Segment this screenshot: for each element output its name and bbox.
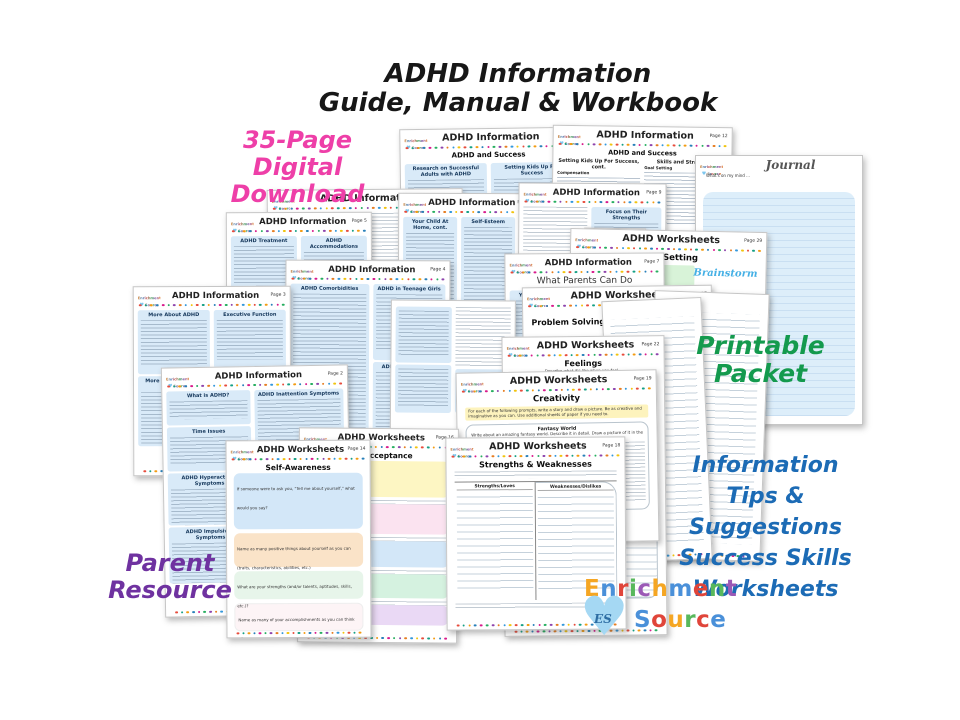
- feature-item: Success Skills: [679, 546, 852, 571]
- section-heading: Self-Awareness: [265, 462, 331, 473]
- dot-border-decoration: [231, 631, 366, 636]
- page-number: Page 7: [644, 259, 660, 265]
- brainstorm-script-label: Brainstorm: [693, 267, 758, 280]
- worksheet-instructions: For each of the following prompts, write…: [465, 404, 649, 421]
- content-placeholder: Enrichment♥Source ADHD Worksheets Page 1…: [226, 441, 369, 462]
- product-title-line2: Guide, Manual & Workbook: [318, 88, 718, 119]
- page-number: Page 2: [327, 371, 344, 377]
- product-title: ADHD Information Guide, Manual & Workboo…: [318, 59, 718, 119]
- answer-box: What are your strengths (and/or talents,…: [234, 570, 364, 608]
- printable-badge-line1: Printable: [696, 331, 825, 360]
- page-title: ADHD Information: [442, 131, 540, 144]
- content-placeholder: Enrichment♥Source ADHD Information Page …: [134, 287, 290, 308]
- page-number: Page 3: [270, 292, 286, 298]
- page-logo: Enrichment♥Source: [700, 165, 724, 177]
- printable-badge: Printable Packet: [658, 332, 863, 388]
- page-14-self-awareness: Enrichment♥Source ADHD Worksheets Page 1…: [225, 439, 372, 639]
- content-placeholder: [169, 400, 248, 420]
- page-title: ADHD Worksheets: [489, 440, 587, 453]
- feature-item: Information: [692, 453, 839, 478]
- section-heading: Strengths & Weaknesses: [479, 459, 592, 470]
- page-title: ADHD Worksheets: [622, 233, 721, 247]
- content-placeholder: Enrichment♥Source ADHD Worksheets Page 2…: [502, 336, 663, 358]
- page-title: ADHD Information: [596, 129, 694, 142]
- answer-box: If someone were to ask you, "Tell me abo…: [233, 472, 363, 530]
- content-placeholder: [398, 310, 449, 357]
- audience-badge: Parent Resource: [95, 550, 245, 604]
- brand-heart-icon: ♥: [580, 585, 629, 648]
- page-number: Page 9: [646, 190, 662, 196]
- answer-box: Name as many positive things about yours…: [233, 532, 364, 570]
- page-number: Page 22: [641, 342, 660, 348]
- product-title-line1: ADHD Information: [384, 59, 652, 89]
- printable-badge-line2: Packet: [713, 359, 808, 388]
- brand-logo: Enrichment ♥ ES Source: [578, 576, 748, 656]
- content-placeholder: Enrichment♥Source Journal: [696, 156, 862, 177]
- content-placeholder: [395, 306, 452, 363]
- content-placeholder: Executive Function: [213, 309, 286, 368]
- content-placeholder: [394, 305, 452, 415]
- worksheet-instructions: [454, 470, 617, 479]
- content-placeholder: Enrichment♥Source ADHD Information Page …: [286, 261, 449, 281]
- page-number: Page 5: [351, 218, 367, 224]
- content-placeholder: Enrichment♥Source ADHD Information Page …: [554, 126, 732, 147]
- journal-prompt: What's on my mind ...: [706, 173, 750, 178]
- feature-item: Worksheets: [692, 577, 839, 602]
- download-badge-line2: Digital Download: [230, 152, 365, 208]
- content-placeholder: Enrichment♥Source ADHD Information Page …: [399, 194, 520, 214]
- sub-heading: Compensation: [557, 169, 590, 176]
- page-title: ADHD Worksheets: [256, 444, 345, 455]
- feature-item: Tips & Suggestions: [689, 484, 842, 540]
- page-title: ADHD Worksheets: [536, 339, 635, 352]
- download-badge-line1: 35-Page: [242, 126, 353, 154]
- page-title: ADHD Information: [171, 290, 260, 301]
- answer-box: Name as many of your accomplishments as …: [234, 602, 364, 638]
- box-heading: Setting Kids Up For Success, cont.: [558, 157, 640, 171]
- section-heading: Creativity: [532, 393, 581, 405]
- content-placeholder: [456, 490, 534, 591]
- content-placeholder: [397, 368, 448, 407]
- page-title: ADHD Information: [259, 216, 347, 227]
- features-list: Information Tips & Suggestions Success S…: [648, 450, 883, 605]
- page-title: ADHD Information: [428, 197, 516, 208]
- brand-word-enrichment: Enrichment: [584, 576, 738, 602]
- page-title: ADHD Information: [214, 369, 303, 382]
- heart-icon: ♥: [701, 171, 707, 177]
- page-number: Page 18: [602, 443, 621, 449]
- content-placeholder: Enrichment♥Source ADHD Information Page …: [400, 128, 576, 151]
- audience-badge-line2: Resource: [108, 575, 232, 604]
- download-badge: 35-Page Digital Download: [185, 127, 410, 208]
- content-placeholder: Enrichment♥Source ADHD Information Page …: [505, 253, 663, 275]
- content-placeholder: Enrichment♥Source ADHD Information Page …: [519, 183, 665, 204]
- content-placeholder: [216, 319, 283, 360]
- page-number: Page 19: [633, 376, 652, 382]
- page-title: ADHD Information: [544, 257, 632, 268]
- content-placeholder: Enrichment♥Source ADHD Worksheets Page 1…: [446, 437, 624, 460]
- content-placeholder: What is ADHD?: [166, 390, 251, 426]
- brand-heart-text: ES: [594, 612, 612, 626]
- content-placeholder: Enrichment♥Source ADHD Information Page …: [227, 213, 371, 234]
- page-number: Page 14: [347, 446, 366, 452]
- page-title: ADHD Information: [328, 264, 416, 275]
- audience-badge-line1: Parent: [125, 549, 215, 577]
- content-placeholder: [454, 470, 617, 479]
- journal-heading: Journal: [765, 157, 816, 172]
- page-number: Page 4: [430, 267, 446, 273]
- page-title: ADHD Information: [552, 187, 641, 198]
- content-placeholder: [140, 320, 207, 367]
- page-title: ADHD Worksheets: [509, 374, 608, 387]
- brand-word-source: Source: [634, 607, 727, 633]
- page-number: Page 12: [709, 133, 728, 140]
- content-placeholder: More About ADHD: [137, 310, 210, 375]
- content-placeholder: [394, 364, 451, 413]
- page-number: Page 29: [744, 238, 763, 244]
